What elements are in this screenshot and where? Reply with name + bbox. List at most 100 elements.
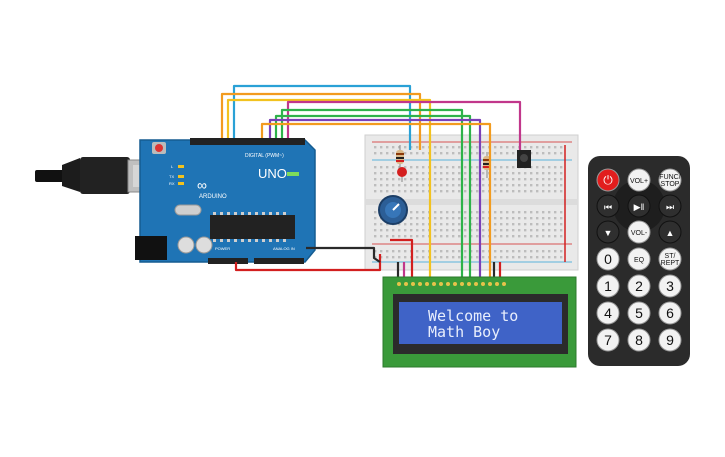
remote-key-st-rept-cap[interactable] — [658, 247, 682, 271]
digital-header — [190, 138, 305, 145]
brand-label: ARDUINO — [199, 194, 227, 200]
remote-key-next-cap[interactable] — [658, 194, 682, 218]
remote-key-6-cap[interactable] — [658, 301, 682, 325]
remote-key-vol-up[interactable]: VOL+ — [627, 168, 651, 192]
remote-key-down-cap[interactable] — [596, 220, 620, 244]
remote-key-play-pause[interactable]: ▶‖ — [627, 194, 651, 218]
remote-key-prev-cap[interactable] — [596, 194, 620, 218]
remote-key-st-rept-label: ST/REPT — [661, 253, 680, 267]
remote-key-vol-down-cap[interactable] — [627, 220, 651, 244]
wire-yellow — [226, 98, 432, 282]
lcd-line-2: Math Boy — [428, 323, 500, 341]
remote-key-prev[interactable]: ⏮ — [596, 194, 620, 218]
led-tx-label: TX — [169, 174, 174, 179]
remote-key-vol-down[interactable]: VOL- — [627, 220, 651, 244]
remote-key-8[interactable]: 8 — [627, 328, 651, 352]
wire-orange-2 — [260, 122, 492, 282]
remote-key-down[interactable]: ▼ — [596, 220, 620, 244]
remote-key-2-label: 2 — [635, 278, 643, 294]
remote-key-6[interactable]: 6 — [658, 301, 682, 325]
lcd-screen — [399, 302, 562, 344]
remote-key-power-label: ⏻ — [603, 173, 613, 187]
wires — [220, 84, 522, 282]
red-led — [397, 167, 407, 182]
remote-key-1-cap[interactable] — [596, 274, 620, 298]
remote-key-7-cap[interactable] — [596, 328, 620, 352]
model-label: UNO — [258, 166, 287, 181]
wire-orange-1 — [220, 92, 422, 150]
analog-label: ANALOG IN — [273, 246, 295, 251]
reset-button-cap — [155, 144, 163, 152]
lcd-line-1: Welcome to — [428, 307, 518, 325]
ir-remote: ⏻ VOL+ FUNC/STOP ⏮ ▶‖ ⏭ ▼ VOL- ▲ 0 EQ ST/REPT 1 2 3 4 5 6… — [588, 156, 690, 366]
remote-key-4-cap[interactable] — [596, 301, 620, 325]
remote-key-eq-cap[interactable] — [627, 247, 651, 271]
remote-key-up-label: ▲ — [666, 228, 675, 238]
remote-key-8-cap[interactable] — [627, 328, 651, 352]
power-jack — [135, 236, 167, 260]
remote-key-5-cap[interactable] — [627, 301, 651, 325]
remote-key-vol-up-cap[interactable] — [627, 168, 651, 192]
remote-key-0-label: 0 — [604, 251, 612, 267]
capacitor-2 — [195, 236, 213, 254]
remote-key-0[interactable]: 0 — [596, 247, 620, 271]
remote-key-2-cap[interactable] — [627, 274, 651, 298]
crystal — [174, 204, 202, 216]
remote-key-up-cap[interactable] — [658, 220, 682, 244]
remote-key-func-stop-label: FUNC/STOP — [659, 174, 680, 188]
remote-key-vol-up-label: VOL+ — [630, 178, 648, 185]
ir-receiver — [517, 150, 531, 168]
remote-key-func-stop[interactable]: FUNC/STOP — [658, 168, 682, 192]
led-rx-label: RX — [169, 181, 175, 186]
remote-key-6-label: 6 — [666, 305, 674, 321]
remote-key-prev-label: ⏮ — [604, 202, 612, 212]
remote-key-8-label: 8 — [635, 332, 643, 348]
remote-key-3-cap[interactable] — [658, 274, 682, 298]
wire-green-2 — [274, 114, 472, 282]
atmega-chip — [210, 215, 295, 239]
remote-key-7-label: 7 — [604, 332, 612, 348]
led-tx — [178, 175, 184, 178]
remote-key-down-label: ▼ — [604, 228, 613, 238]
remote-key-5[interactable]: 5 — [627, 301, 651, 325]
remote-key-4-label: 4 — [604, 305, 612, 321]
remote-key-power-cap[interactable] — [596, 168, 620, 192]
remote-key-0-cap[interactable] — [596, 247, 620, 271]
remote-key-next[interactable]: ⏭ — [658, 194, 682, 218]
wire-purple — [268, 118, 482, 282]
remote-key-vol-down-label: VOL- — [631, 230, 648, 237]
capacitor-1 — [177, 236, 195, 254]
remote-key-st-rept[interactable]: ST/REPT — [658, 247, 682, 271]
wire-red-pot — [390, 238, 414, 282]
remote-key-9-label: 9 — [666, 332, 674, 348]
remote-key-1[interactable]: 1 — [596, 274, 620, 298]
lcd-module: Welcome to Math Boy — [382, 276, 577, 368]
remote-key-func-stop-cap[interactable] — [658, 168, 682, 192]
infinity-logo: ∞ — [197, 177, 207, 193]
digital-label: DIGITAL (PWM~) — [245, 153, 284, 159]
remote-key-power[interactable]: ⏻ — [596, 168, 620, 192]
remote-key-5-label: 5 — [635, 305, 643, 321]
remote-key-7[interactable]: 7 — [596, 328, 620, 352]
remote-key-eq-label: EQ — [634, 257, 645, 264]
potentiometer[interactable] — [378, 195, 408, 225]
remote-key-9[interactable]: 9 — [658, 328, 682, 352]
remote-key-play-pause-label: ▶‖ — [634, 202, 645, 212]
remote-key-play-pause-cap[interactable] — [627, 194, 651, 218]
wire-blue — [232, 84, 412, 150]
remote-key-3[interactable]: 3 — [658, 274, 682, 298]
remote-key-eq[interactable]: EQ — [627, 247, 651, 271]
remote-key-3-label: 3 — [666, 278, 674, 294]
remote-key-1-label: 1 — [604, 278, 612, 294]
led-rx — [178, 182, 184, 185]
remote-key-up[interactable]: ▲ — [658, 220, 682, 244]
remote-key-2[interactable]: 2 — [627, 274, 651, 298]
power-label: POWER — [215, 246, 230, 251]
remote-key-9-cap[interactable] — [658, 328, 682, 352]
remote-key-4[interactable]: 4 — [596, 301, 620, 325]
arduino-uno-board: DIGITAL (PWM~) L TX RX ∞ ARDUINO UNO POW… — [135, 138, 316, 264]
remote-key-next-label: ⏭ — [666, 202, 674, 212]
on-led — [287, 172, 299, 176]
